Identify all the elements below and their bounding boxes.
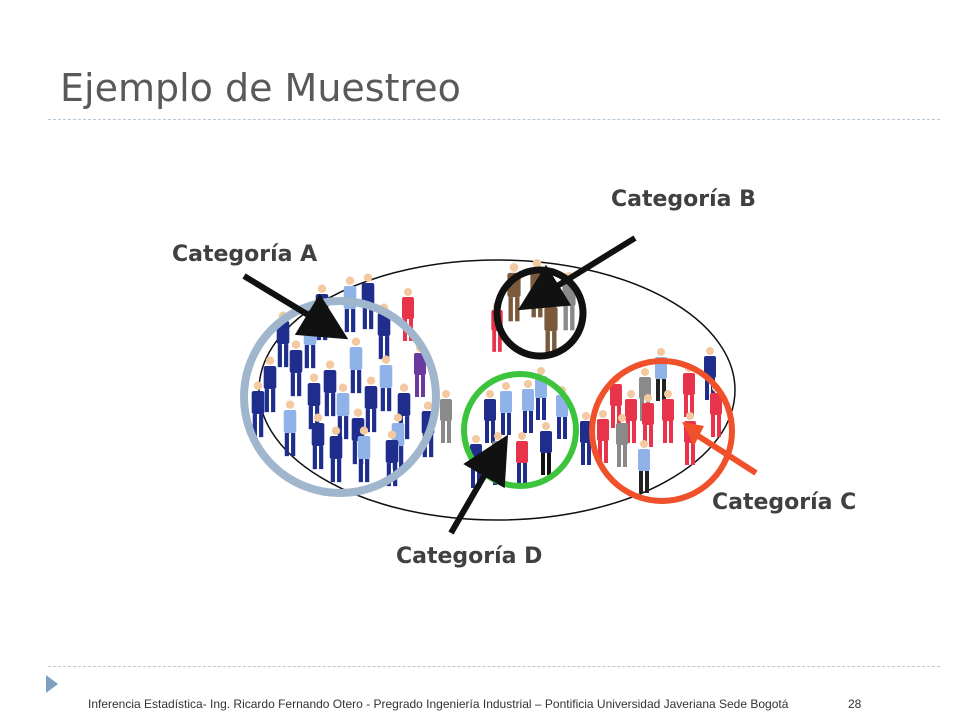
category-c-arrow: [690, 429, 758, 476]
category-c-label: Categoría C: [712, 490, 856, 515]
person-figure: [580, 412, 592, 465]
person-figure: [379, 355, 393, 412]
person-figure: [540, 422, 552, 475]
bullet-triangle-icon: [46, 675, 58, 693]
person-figure: [544, 297, 558, 356]
slide-title: Ejemplo de Muestreo: [60, 66, 461, 110]
person-figure: [683, 364, 695, 417]
person-figure: [522, 380, 534, 433]
category-d-label: Categoría D: [396, 544, 542, 569]
category-a-arrow: [242, 273, 349, 340]
person-figure: [638, 440, 650, 493]
person-figure: [484, 390, 496, 443]
person-figure: [616, 414, 628, 467]
person-figure: [662, 390, 674, 443]
population-ellipse: [258, 259, 736, 521]
footer-text: Inferencia Estadística- Ing. Ricardo Fer…: [88, 697, 789, 711]
category-a-label: Categoría A: [172, 242, 317, 267]
person-figure: [323, 360, 337, 417]
footer-divider: [48, 666, 940, 667]
person-figure: [283, 400, 297, 457]
page-number: 28: [848, 697, 862, 711]
person-figure: [311, 413, 325, 470]
person-figure: [263, 356, 277, 413]
person-figure: [440, 390, 452, 443]
person-figure: [500, 382, 512, 435]
person-figure: [315, 284, 329, 341]
category-c-arrowhead: [682, 422, 704, 446]
person-figure: [289, 340, 303, 397]
category-d-circle: [461, 371, 579, 489]
person-figure: [336, 383, 350, 440]
person-figure: [642, 394, 654, 447]
category-d-arrow: [448, 434, 509, 535]
person-figure: [357, 426, 371, 483]
person-figure: [516, 432, 528, 485]
category-b-arrow: [517, 235, 637, 311]
title-divider: [48, 119, 940, 120]
person-figure: [597, 410, 609, 463]
person-figure: [251, 381, 265, 438]
person-figure: [364, 376, 378, 433]
category-c-circle: [589, 358, 735, 504]
population-people: [251, 259, 722, 493]
person-figure: [329, 426, 343, 483]
person-figure: [349, 337, 363, 394]
category-b-label: Categoría B: [611, 187, 756, 212]
